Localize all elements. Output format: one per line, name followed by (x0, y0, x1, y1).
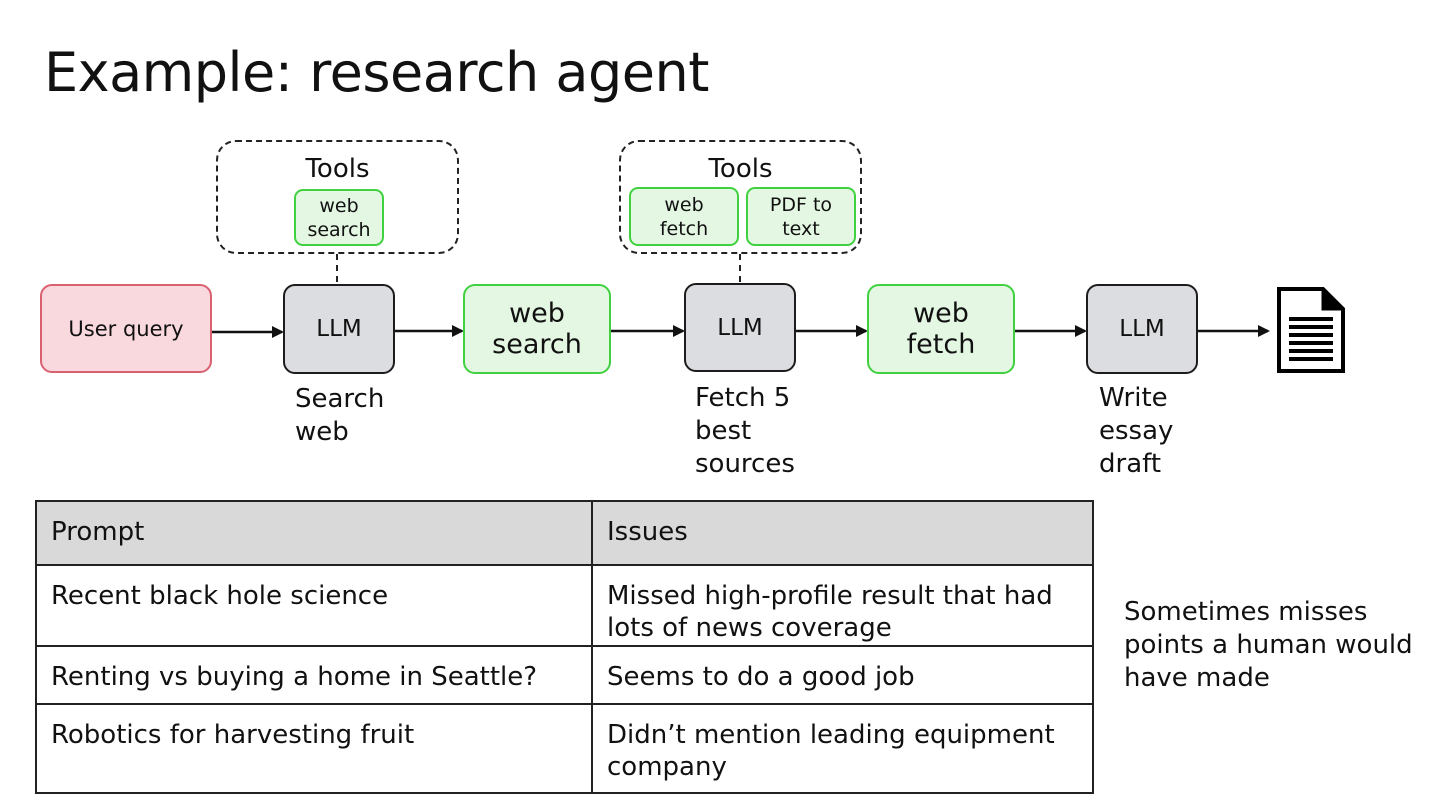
table-header-row: Prompt Issues (35, 500, 1094, 566)
llm-node-3: LLM (1086, 284, 1198, 374)
issues-cell: Missed high-profile result that had lots… (591, 564, 1094, 647)
node-label: LLM (316, 316, 362, 342)
table-row: Robotics for harvesting fruit Didn’t men… (35, 703, 1094, 794)
tool-chip-label: web search (307, 194, 371, 241)
column-header-prompt: Prompt (35, 500, 593, 566)
web-fetch-node: web fetch (867, 284, 1015, 374)
tool-chip-web-search: web search (294, 189, 384, 246)
node-label: User query (68, 316, 184, 341)
node-label: web search (492, 298, 582, 360)
tool-chip-label: PDF to text (769, 193, 833, 240)
document-icon (1277, 287, 1345, 373)
prompt-cell: Recent black hole science (35, 564, 593, 647)
step-caption-search-web: Search web (295, 384, 385, 447)
column-header-issues: Issues (591, 500, 1094, 566)
tools-label: Tools (708, 154, 773, 184)
table-row: Recent black hole science Missed high-pr… (35, 564, 1094, 647)
tool-chip-label: web fetch (659, 193, 709, 240)
tools-box-1: Tools web search (216, 140, 459, 254)
issues-cell: Didn’t mention leading equipment company (591, 703, 1094, 794)
tool-chip-pdf-to-text: PDF to text (746, 187, 856, 246)
flow-connectors (212, 254, 1270, 338)
tool-chip-web-fetch: web fetch (629, 187, 739, 246)
side-note: Sometimes misses points a human would ha… (1124, 597, 1413, 693)
tools-label: Tools (305, 154, 370, 184)
tools-box-2: Tools web fetch PDF to text (619, 140, 862, 254)
table-row: Renting vs buying a home in Seattle? See… (35, 645, 1094, 705)
web-search-node: web search (463, 284, 611, 374)
step-caption-fetch-sources: Fetch 5 best sources (695, 383, 795, 479)
llm-node-2: LLM (684, 283, 796, 372)
llm-node-1: LLM (283, 284, 395, 374)
step-caption-write-draft: Write essay draft (1099, 383, 1174, 479)
node-label: LLM (1119, 316, 1165, 342)
node-label: LLM (717, 314, 763, 341)
issues-table: Prompt Issues Recent black hole science … (35, 500, 1094, 794)
page-title: Example: research agent (44, 41, 709, 104)
issues-cell: Seems to do a good job (591, 645, 1094, 705)
user-query-node: User query (40, 284, 212, 373)
prompt-cell: Renting vs buying a home in Seattle? (35, 645, 593, 705)
prompt-cell: Robotics for harvesting fruit (35, 703, 593, 794)
node-label: web fetch (906, 298, 976, 360)
